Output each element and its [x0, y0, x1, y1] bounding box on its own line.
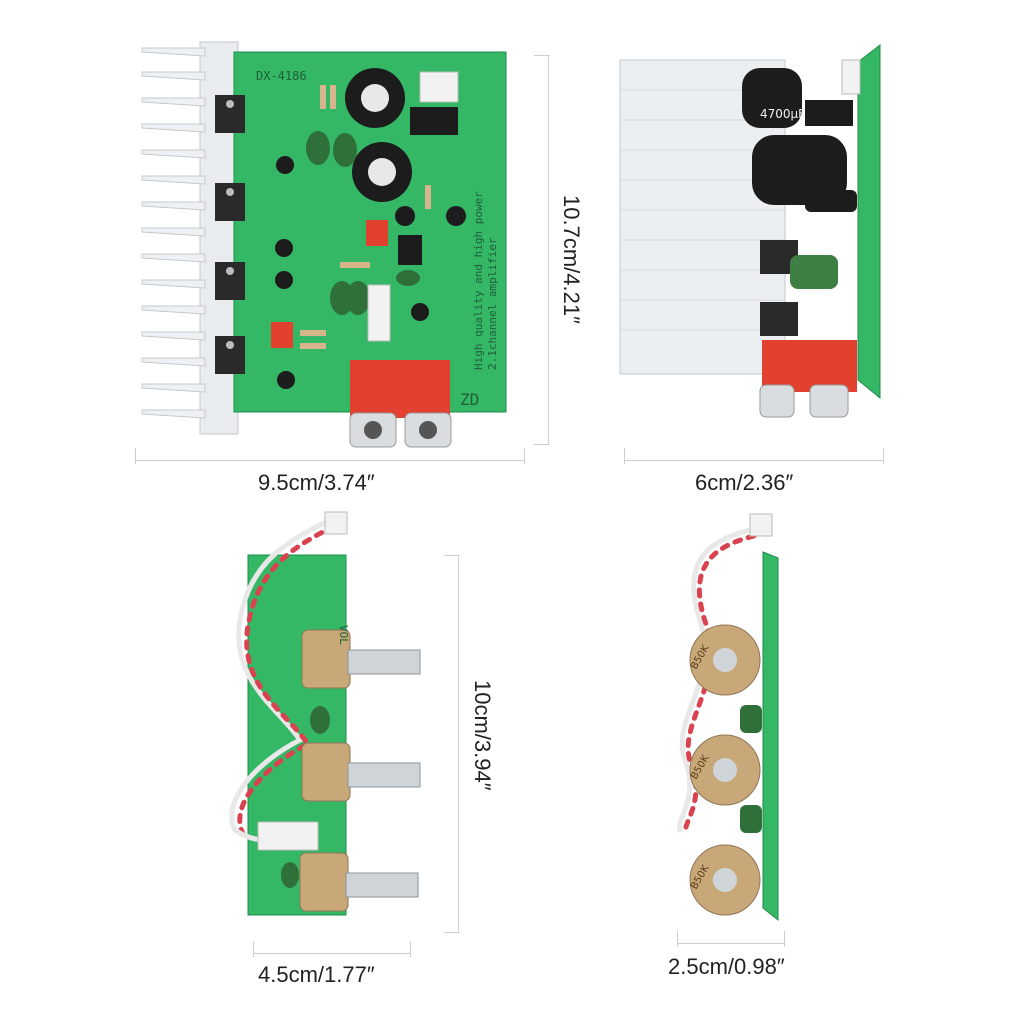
board-desc-silkscreen-2: 2.1channel amplifier: [486, 237, 499, 370]
tone-side-illustration: B50K B50K B50K: [676, 513, 779, 922]
tone-side-photo: B50K B50K B50K: [600, 500, 1024, 1024]
board-model-silkscreen: DX-4186: [256, 69, 307, 83]
tone-potentiometers: [299, 629, 421, 912]
tone-board-width-line: [253, 953, 411, 954]
side-view-illustration: 4700µF: [619, 43, 881, 418]
tone-board-illustration: VOL: [229, 511, 421, 916]
tone-board-width-label: 4.5cm/1.77″: [258, 962, 375, 987]
tone-side-width-line: [677, 943, 785, 944]
rca-input-jacks: [349, 360, 452, 448]
tone-side-width-label: 2.5cm/0.98″: [668, 954, 785, 979]
main-board-height-line: [548, 55, 549, 445]
tone-board-photo: VOL: [0, 500, 560, 1024]
side-view-width-line: [624, 460, 884, 461]
board-brand-silkscreen: ZD: [460, 390, 479, 409]
side-view-width-label: 6cm/2.36″: [695, 470, 794, 495]
tone-side-pcb: [762, 551, 779, 922]
main-board-photo: DX-4186 ZD High quality and high power 2…: [0, 0, 560, 500]
electrolytic-capacitors: [275, 68, 466, 389]
main-board-height-label: 10.7cm/4.21″: [559, 195, 584, 324]
board-desc-silkscreen-1: High quality and high power: [472, 191, 485, 370]
tone-side-potentiometers: [689, 624, 761, 916]
main-board-illustration: DX-4186 ZD High quality and high power 2…: [141, 41, 507, 448]
side-cap-label: 4700µF: [760, 107, 805, 121]
main-board-width-label: 9.5cm/3.74″: [258, 470, 375, 495]
side-view-photo: 4700µF: [600, 0, 1024, 500]
side-pcb: [857, 43, 881, 400]
tone-board-height-label: 10cm/3.94″: [470, 680, 495, 791]
side-capacitors: [742, 68, 857, 212]
tone-board-height-line: [458, 555, 459, 933]
main-board-width-line: [135, 460, 525, 461]
side-rca-jacks: [759, 340, 857, 418]
tone-vol-silkscreen: VOL: [337, 625, 350, 645]
